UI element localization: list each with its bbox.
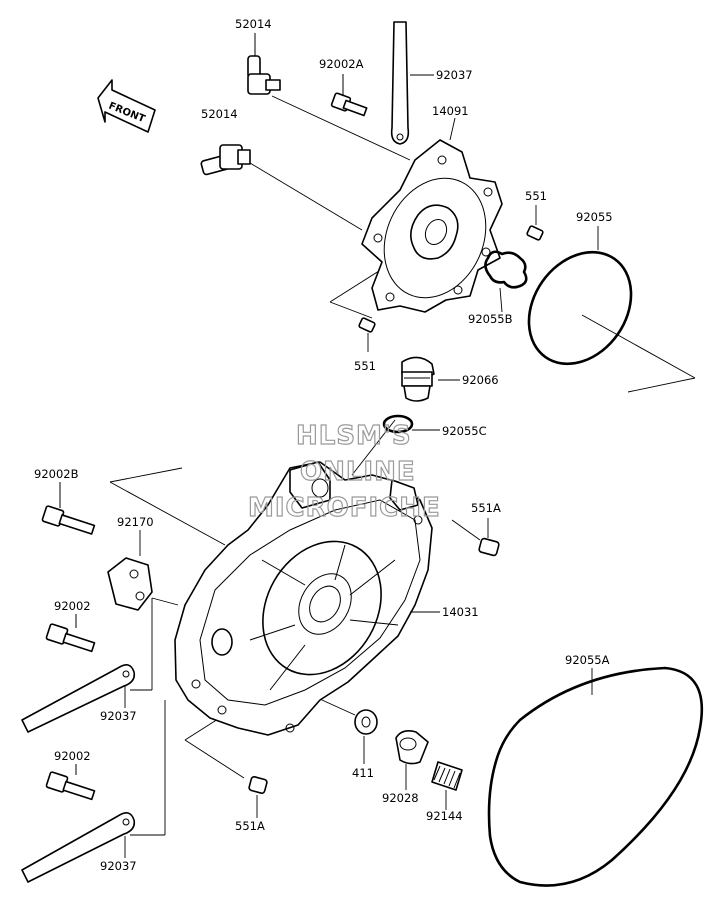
strap-92037-bottom xyxy=(21,812,136,883)
label-551A-bottom: 551A xyxy=(235,819,265,833)
label-14031: 14031 xyxy=(442,605,479,619)
label-92055A: 92055A xyxy=(565,653,610,667)
label-92037-top: 92037 xyxy=(436,68,473,82)
bolt-92002B xyxy=(41,482,96,535)
bracket-92170 xyxy=(107,530,153,611)
strap-92037-mid xyxy=(21,664,136,733)
watermark-line-1: HLSM'S xyxy=(296,421,412,451)
watermark: HLSM'S ONLINE MICROFICHE xyxy=(247,420,441,523)
label-92055C: 92055C xyxy=(442,424,487,438)
label-92066: 92066 xyxy=(462,373,499,387)
label-92144: 92144 xyxy=(426,809,463,823)
crankcase-cover-14031 xyxy=(174,461,440,736)
label-92002A: 92002A xyxy=(319,57,364,71)
watermark-line-3: MICROFICHE xyxy=(248,493,441,523)
dowel-551A-top xyxy=(478,518,500,557)
washer-411 xyxy=(354,709,378,764)
label-411: 411 xyxy=(352,766,374,780)
gasket-92055B xyxy=(484,250,528,313)
label-92055: 92055 xyxy=(576,210,613,224)
bolt-92002-mid xyxy=(45,614,96,653)
dowel-551A-bottom xyxy=(248,776,268,818)
bolt-92002-low xyxy=(45,764,96,801)
bolt-92002A xyxy=(330,74,368,117)
part-labels: 52014 52014 92002A 92037 14091 551 92055… xyxy=(34,17,613,873)
cover-plate-14091 xyxy=(361,117,503,313)
label-551-left: 551 xyxy=(354,359,376,373)
label-92002B: 92002B xyxy=(34,467,79,481)
dowel-551-right xyxy=(526,205,544,241)
label-92037-bottom: 92037 xyxy=(100,859,137,873)
bushing-92028 xyxy=(395,730,429,790)
oring-92055C xyxy=(382,414,440,434)
label-92170: 92170 xyxy=(117,515,154,529)
label-52014-top: 52014 xyxy=(235,17,272,31)
spring-92144 xyxy=(431,761,463,810)
fitting-52014-top xyxy=(247,33,281,95)
dowel-551-left xyxy=(358,317,376,352)
leader-lines xyxy=(109,95,696,836)
label-92055B: 92055B xyxy=(468,312,513,326)
label-92002-low: 92002 xyxy=(54,749,91,763)
label-52014-mid: 52014 xyxy=(201,107,238,121)
strap-92037-top xyxy=(390,21,434,145)
front-arrow-icon: FRONT xyxy=(97,79,156,133)
oring-92055A xyxy=(487,666,704,887)
label-92028: 92028 xyxy=(382,791,419,805)
watermark-line-2: ONLINE xyxy=(300,457,416,487)
plug-92066 xyxy=(401,356,460,402)
label-92002-mid: 92002 xyxy=(54,599,91,613)
label-551A-top: 551A xyxy=(471,501,501,515)
oring-92055 xyxy=(527,226,633,366)
label-14091: 14091 xyxy=(432,104,469,118)
fitting-52014-mid xyxy=(200,144,251,176)
label-92037-mid: 92037 xyxy=(100,709,137,723)
label-551-right: 551 xyxy=(525,189,547,203)
